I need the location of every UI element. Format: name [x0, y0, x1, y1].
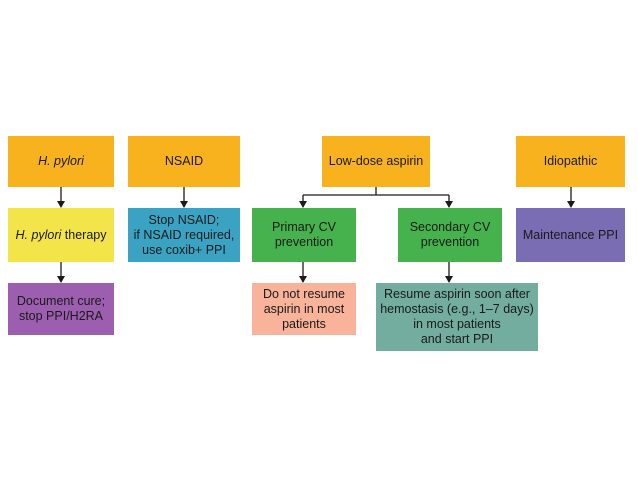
node-maintenance-ppi: Maintenance PPI: [516, 208, 625, 262]
node-h-pylori: H. pylori: [8, 136, 114, 187]
node-primary-cv-prevention: Primary CV prevention: [252, 208, 356, 262]
node-document-cure: Document cure; stop PPI/H2RA: [8, 283, 114, 335]
node-h-pylori-therapy: H. pylori therapy: [8, 208, 114, 262]
node-nsaid: NSAID: [128, 136, 240, 187]
node-stop-nsaid: Stop NSAID; if NSAID required, use coxib…: [128, 208, 240, 262]
node-resume-aspirin: Resume aspirin soon after hemostasis (e.…: [376, 283, 538, 351]
node-do-not-resume-aspirin: Do not resume aspirin in most patients: [252, 283, 356, 335]
node-idiopathic: Idiopathic: [516, 136, 625, 187]
node-secondary-cv-prevention: Secondary CV prevention: [398, 208, 502, 262]
node-low-dose-aspirin: Low-dose aspirin: [322, 136, 430, 187]
